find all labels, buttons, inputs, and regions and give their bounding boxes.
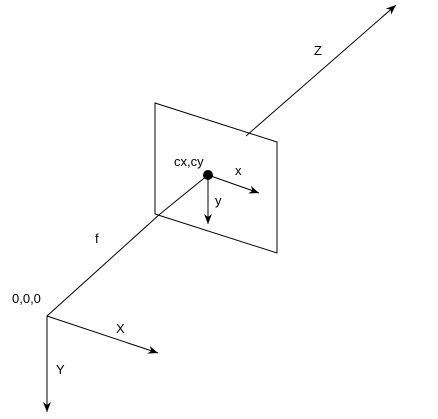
focal-length-segment <box>46 213 161 317</box>
principal-point-label: cx,cy <box>174 154 204 169</box>
principal-point-dot <box>203 170 213 180</box>
optical-axis-inner <box>159 174 209 215</box>
z-axis-label: Z <box>314 43 322 58</box>
world-x-axis-arrow <box>46 315 159 354</box>
origin-label: 0,0,0 <box>12 291 41 306</box>
world-y-label: Y <box>56 362 65 377</box>
focal-length-label: f <box>95 231 99 246</box>
image-x-label: x <box>235 163 242 178</box>
world-x-label: X <box>116 321 125 336</box>
image-y-label: y <box>215 193 222 208</box>
image-plane <box>154 102 278 254</box>
z-axis-arrow <box>245 4 397 137</box>
image-x-axis-arrow <box>207 174 260 194</box>
